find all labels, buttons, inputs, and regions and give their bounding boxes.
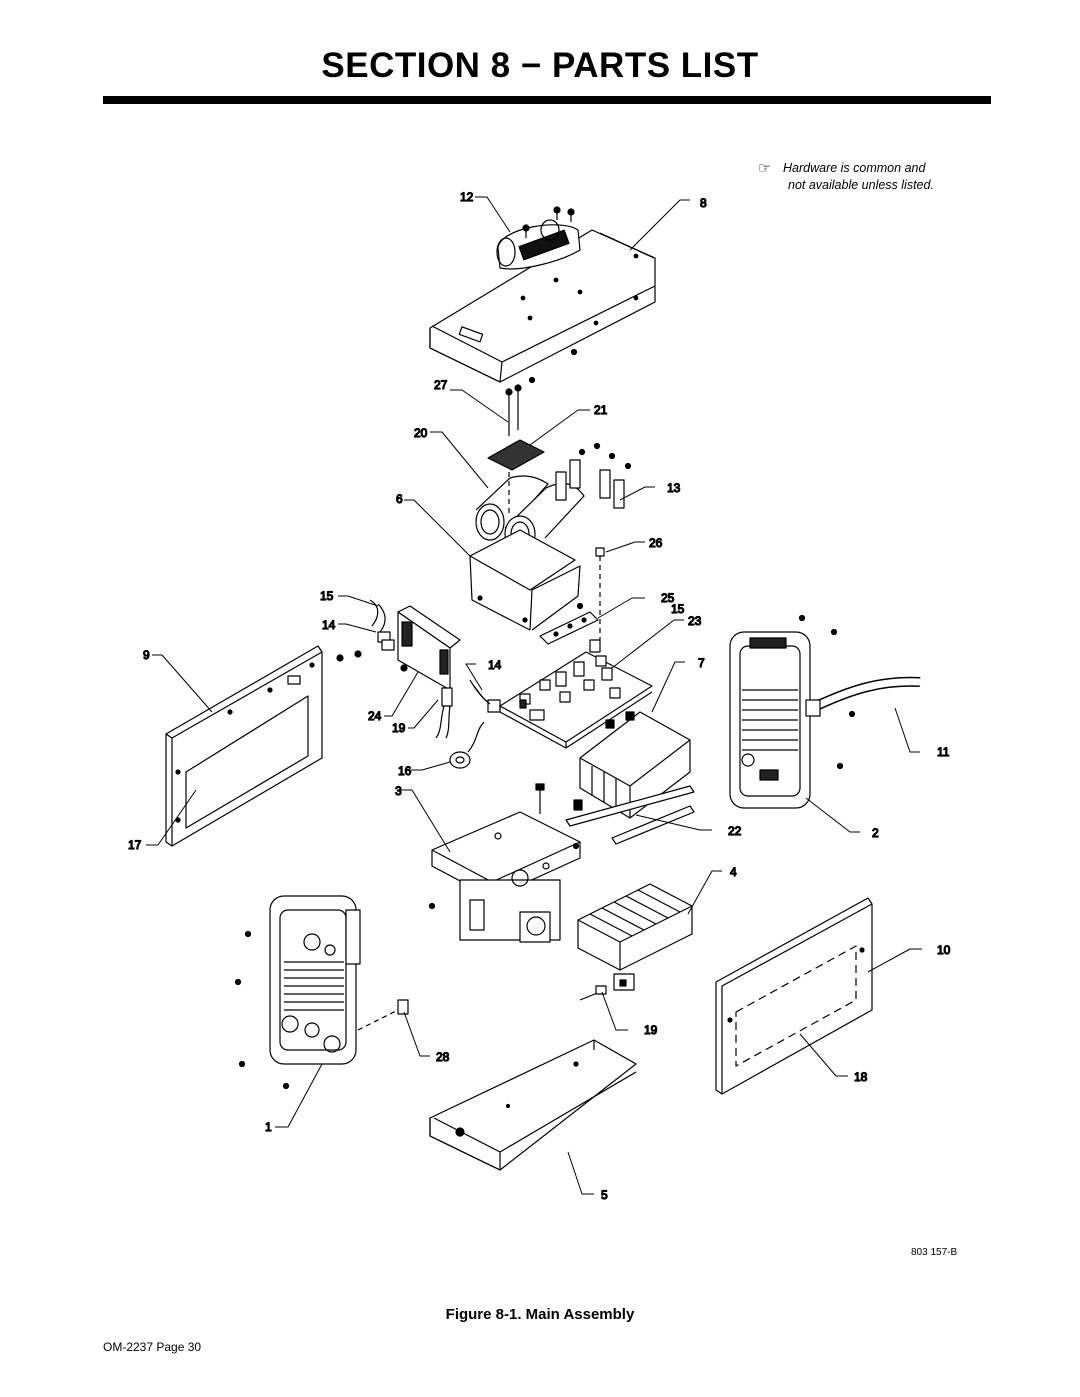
rear-panel: [729, 614, 856, 809]
drawing-number: 803 157-B: [911, 1247, 958, 1258]
callout-number: 8: [700, 196, 707, 210]
callout-number: 28: [436, 1050, 450, 1064]
top-cover-screws: [528, 348, 578, 384]
callout-number: 10: [937, 943, 951, 957]
screw-26: [576, 547, 605, 640]
callout-number: 3: [395, 784, 402, 798]
callout-number: 20: [414, 426, 428, 440]
bus-bars: [555, 442, 632, 509]
top-cover: [429, 229, 656, 383]
callout-number: 27: [434, 378, 448, 392]
callout-number: 9: [143, 648, 150, 662]
callout-number: 14: [488, 658, 502, 672]
title-rule: [103, 96, 991, 104]
handle: [496, 206, 581, 270]
center-chassis: [428, 783, 581, 943]
page-footer: OM-2237 Page 30: [103, 1340, 202, 1354]
leader-lines: [146, 196, 922, 1195]
callout-number: 21: [594, 403, 608, 417]
callout-number: 24: [368, 709, 382, 723]
note-line-2: not available unless listed.: [788, 178, 934, 192]
callout-number: 5: [601, 1188, 608, 1202]
callout-number: 22: [728, 824, 742, 838]
note-line-1: Hardware is common and: [783, 161, 926, 175]
callout-number: 17: [128, 838, 142, 852]
control-board-left: [336, 599, 461, 691]
figure-caption: Figure 8-1. Main Assembly: [445, 1306, 635, 1323]
callout-number: 14: [322, 618, 336, 632]
side-panel-right: [715, 897, 873, 1095]
callout-number: 2: [872, 826, 879, 840]
callout-number: 6: [396, 492, 403, 506]
wire-plug: [469, 679, 501, 713]
main-pc-board: [499, 651, 653, 749]
power-cord: [805, 676, 921, 717]
callout-number: 15: [671, 602, 685, 616]
callout-numbers: 12 8 27 21 20 13 6 26 15 25 15 23 14 9 1…: [127, 189, 951, 1202]
callout-number: 7: [698, 656, 705, 670]
front-panel: [234, 895, 361, 1090]
callout-number: 25: [661, 591, 675, 605]
rails: [565, 785, 695, 845]
callout-number: 1: [265, 1120, 272, 1134]
heat-sink-lower: [577, 883, 693, 991]
callout-number: 16: [398, 764, 412, 778]
callout-number: 19: [392, 721, 406, 735]
capacitor-bolts: [505, 384, 522, 436]
capacitor-bracket: [487, 439, 545, 471]
base-tray: [429, 1039, 637, 1171]
exploded-assembly-diagram: 12 8 27 21 20 13 6 26 15 25 15 23 14 9 1…: [127, 189, 951, 1202]
callout-number: 13: [667, 481, 681, 495]
thermistor: [579, 985, 607, 1001]
gas-fitting: [357, 999, 409, 1031]
terminal-strip: [539, 611, 601, 653]
callout-number: 12: [460, 190, 474, 204]
callout-number: 15: [320, 589, 334, 603]
callout-number: 26: [649, 536, 663, 550]
callout-number: 23: [688, 614, 702, 628]
callout-number: 11: [937, 745, 950, 759]
cap-mount-bracket: [469, 529, 581, 631]
callout-number: 18: [854, 1070, 868, 1084]
section-title: SECTION 8 − PARTS LIST: [321, 46, 759, 85]
side-panel-left: [165, 645, 323, 847]
callout-number: 4: [730, 865, 737, 879]
toroid: [449, 721, 485, 769]
pointing-hand-icon: ☞: [758, 160, 772, 177]
callout-number: 19: [644, 1023, 658, 1037]
wire-harness-left: [435, 687, 453, 739]
